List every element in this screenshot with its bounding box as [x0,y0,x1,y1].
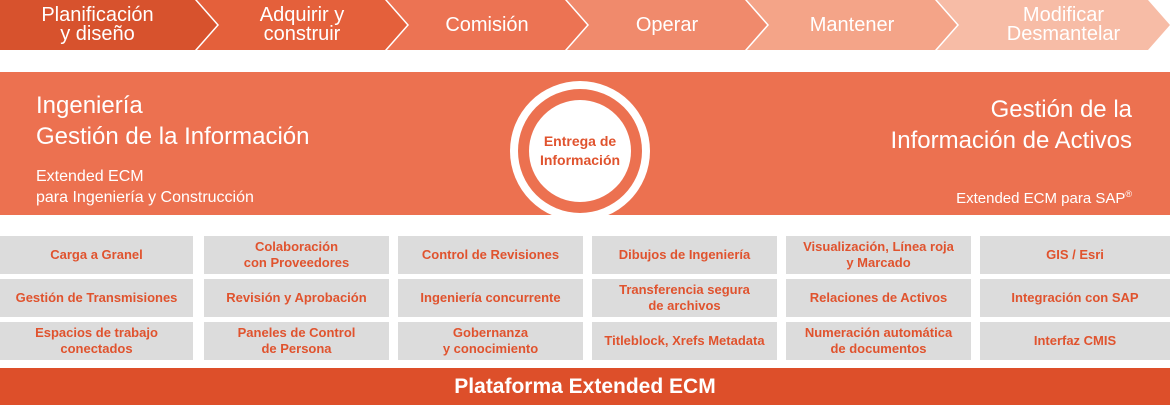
capability-tile: Espacios de trabajo conectados [0,322,193,360]
capability-tile: Control de Revisiones [398,236,583,274]
lifecycle-step-label: Adquirir y construir [259,4,345,45]
capability-tile: Paneles de Control de Persona [204,322,389,360]
capability-tile: GIS / Esri [980,236,1170,274]
capability-tile: Dibujos de Ingeniería [592,236,777,274]
capability-tile: Gobernanza y conocimiento [398,322,583,360]
delivery-circle: Entrega de Información [529,100,631,202]
lifecycle-step: Modificar Desmantelar [937,0,1170,50]
lifecycle-arrows: Planificación y diseño Adquirir y constr… [0,0,1170,50]
capability-tile: Ingeniería concurrente [398,279,583,317]
capability-tile: Colaboración con Proveedores [204,236,389,274]
lifecycle-step-label: Modificar Desmantelar [1006,4,1121,45]
delivery-label: Entrega de Información [539,133,621,168]
lifecycle-step: Operar [567,0,767,50]
capability-tile: Interfaz CMIS [980,322,1170,360]
capability-tile: Carga a Granel [0,236,193,274]
platform-label: Plataforma Extended ECM [454,374,716,398]
lifecycle-step-label: Planificación y diseño [41,4,154,45]
engineering-title: Ingeniería Gestión de la Información [36,92,310,150]
capability-tile: Visualización, Línea roja y Marcado [786,236,971,274]
lifecycle-step: Planificación y diseño [0,0,217,50]
asset-info-subtitle: Extended ECM para SAP® [956,189,1132,207]
lifecycle-step: Adquirir y construir [197,0,407,50]
capability-tile: Revisión y Aprobación [204,279,389,317]
capability-tile: Integración con SAP [980,279,1170,317]
asset-info-title: Gestión de la Información de Activos [890,96,1132,154]
lifecycle-step-label: Comisión [445,13,529,36]
capability-tile: Transferencia segura de archivos [592,279,777,317]
capability-tile: Gestión de Transmisiones [0,279,193,317]
engineering-subtitle: Extended ECM para Ingeniería y Construcc… [36,168,254,206]
lifecycle-step: Mantener [747,0,957,50]
lifecycle-step-label: Operar [635,13,699,36]
lifecycle-step-label: Mantener [809,13,895,36]
capability-tile: Relaciones de Activos [786,279,971,317]
platform-bar: Plataforma Extended ECM [0,368,1170,405]
lifecycle-step: Comisión [387,0,587,50]
capability-tile: Titleblock, Xrefs Metadata [592,322,777,360]
capability-tile: Numeración automática de documentos [786,322,971,360]
